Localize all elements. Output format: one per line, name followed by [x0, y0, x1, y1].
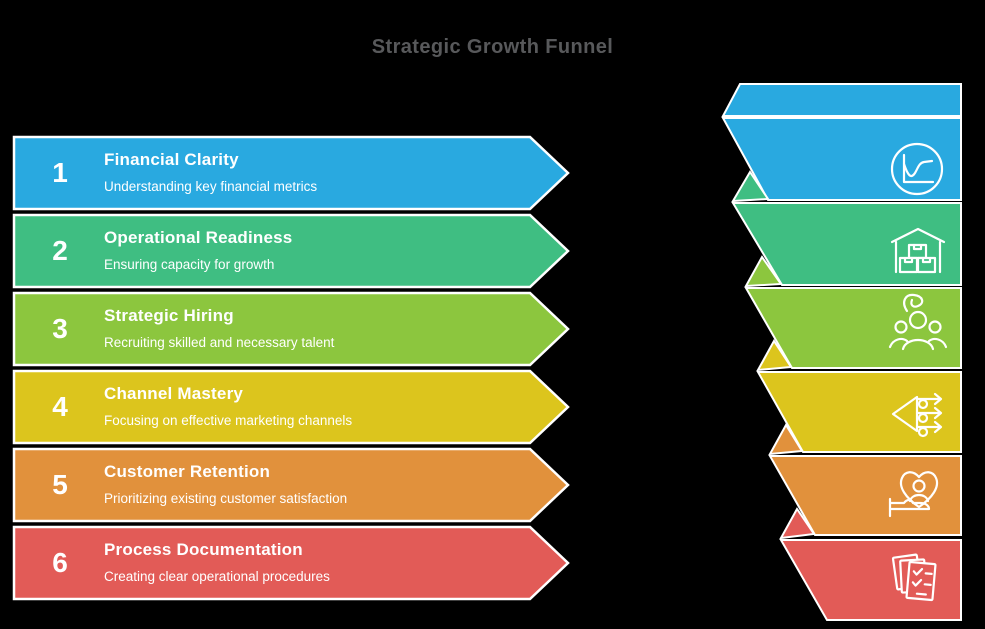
step-arrow-shape	[12, 213, 570, 289]
step-arrow-polygon	[12, 525, 570, 601]
step-arrow-polygon	[12, 135, 570, 211]
ribbon-segment-1	[721, 117, 962, 201]
step-number: 5	[52, 469, 68, 500]
step-subtitle: Creating clear operational procedures	[104, 569, 330, 584]
heart-person-icon	[888, 471, 939, 518]
step-subtitle: Ensuring capacity for growth	[104, 257, 275, 272]
warehouse-icon	[890, 227, 946, 274]
step-arrow-polygon	[12, 447, 570, 523]
channels-icon	[891, 392, 943, 438]
step-subtitle: Recruiting skilled and necessary talent	[104, 335, 335, 350]
step-arrow-shape	[12, 447, 570, 523]
step-row-5: 5 Customer Retention Prioritizing existi…	[12, 447, 574, 523]
ribbon-segment-3	[744, 287, 962, 369]
step-arrow-polygon	[12, 291, 570, 367]
step-title: Operational Readiness	[104, 228, 293, 247]
step-arrow-shape	[12, 525, 570, 601]
step-title: Process Documentation	[104, 540, 303, 559]
step-subtitle: Understanding key financial metrics	[104, 179, 318, 194]
step-number: 6	[52, 547, 68, 578]
trend-chart-icon	[890, 142, 944, 196]
ribbon-fold-2	[731, 170, 770, 203]
checklist-documents-icon	[891, 553, 937, 602]
ribbon-segment-4	[756, 371, 962, 453]
step-title: Financial Clarity	[104, 150, 239, 169]
ribbon-fold-3	[744, 255, 783, 288]
step-arrow-shape	[12, 369, 570, 445]
step-row-2: 2 Operational Readiness Ensuring capacit…	[12, 213, 574, 289]
page-title: Strategic Growth Funnel	[371, 36, 614, 58]
step-row-6: 6 Process Documentation Creating clear o…	[12, 525, 574, 601]
step-title: Customer Retention	[104, 462, 271, 481]
team-icon	[888, 293, 948, 351]
step-arrow-shape	[12, 291, 570, 367]
step-subtitle: Focusing on effective marketing channels	[104, 413, 353, 428]
step-title: Channel Mastery	[104, 384, 244, 403]
step-number: 1	[52, 157, 68, 188]
step-arrow-polygon	[12, 369, 570, 445]
ribbon-fold-5	[768, 423, 804, 456]
step-arrow-polygon	[12, 213, 570, 289]
ribbon-segment-5	[768, 455, 962, 536]
ribbon-fold-6	[779, 507, 816, 540]
step-row-1: 1 Financial Clarity Understanding key fi…	[12, 135, 574, 211]
step-row-4: 4 Channel Mastery Focusing on effective …	[12, 369, 574, 445]
step-number: 4	[52, 391, 68, 422]
ribbon-fold-4	[756, 339, 793, 372]
step-number: 2	[52, 235, 68, 266]
step-arrow-shape	[12, 135, 570, 211]
ribbon-top-fold	[721, 83, 962, 117]
step-subtitle: Prioritizing existing customer satisfact…	[104, 491, 348, 506]
step-number: 3	[52, 313, 68, 344]
step-row-3: 3 Strategic Hiring Recruiting skilled an…	[12, 291, 574, 367]
step-title: Strategic Hiring	[104, 306, 234, 325]
